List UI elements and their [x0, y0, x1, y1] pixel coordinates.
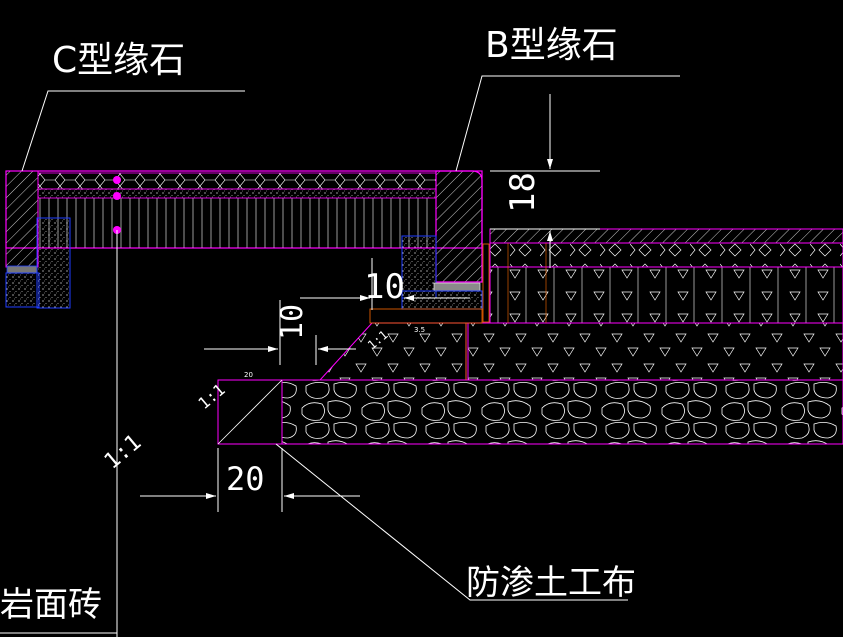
slope-1-1-middle: 1:1: [194, 380, 228, 413]
membrane-label: 防渗土工布: [466, 563, 636, 603]
c-curb-label: C型缘石: [52, 40, 185, 81]
dimension-10-top: [300, 258, 470, 310]
dimension-10-left-text: 10: [275, 304, 310, 340]
dimension-3-5-text: 3.5: [414, 326, 425, 334]
dimension-20-small-text: 20: [244, 371, 253, 379]
paving-label: 岩面砖: [0, 585, 102, 625]
dimension-18: [490, 94, 600, 268]
b-curb-label: B型缘石: [485, 25, 618, 66]
c-curb: [5, 170, 483, 309]
grip-points: [113, 176, 121, 234]
dimension-10-left: [204, 300, 356, 365]
dimension-20-text: 20: [226, 460, 265, 498]
slope-1-1-lower: 1:1: [100, 430, 147, 475]
dimension-20: [140, 448, 360, 512]
b-curb: [401, 170, 483, 310]
dimension-10-top-text: 10: [364, 267, 405, 307]
road-layers: [217, 228, 843, 445]
dimension-18-text: 18: [503, 172, 543, 213]
